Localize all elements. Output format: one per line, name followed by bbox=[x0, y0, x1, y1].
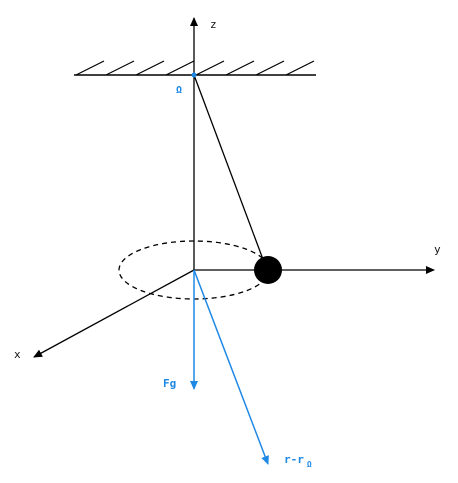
relative-vector-subscript: Ω bbox=[307, 460, 312, 469]
pivot-point bbox=[191, 72, 197, 78]
x-axis bbox=[33, 269, 195, 358]
relative-vector-main: r-r bbox=[284, 453, 304, 466]
pendulum-string bbox=[193, 74, 265, 263]
y-axis-label: y bbox=[434, 243, 441, 256]
relative-position-vector bbox=[193, 269, 269, 465]
ceiling-hatching bbox=[75, 60, 315, 76]
pivot-label: Ω bbox=[176, 85, 182, 96]
z-axis-label: z bbox=[210, 18, 217, 31]
x-axis-label: x bbox=[14, 348, 21, 361]
pendulum-bob bbox=[254, 256, 282, 284]
gravity-label: Fg bbox=[163, 377, 176, 390]
